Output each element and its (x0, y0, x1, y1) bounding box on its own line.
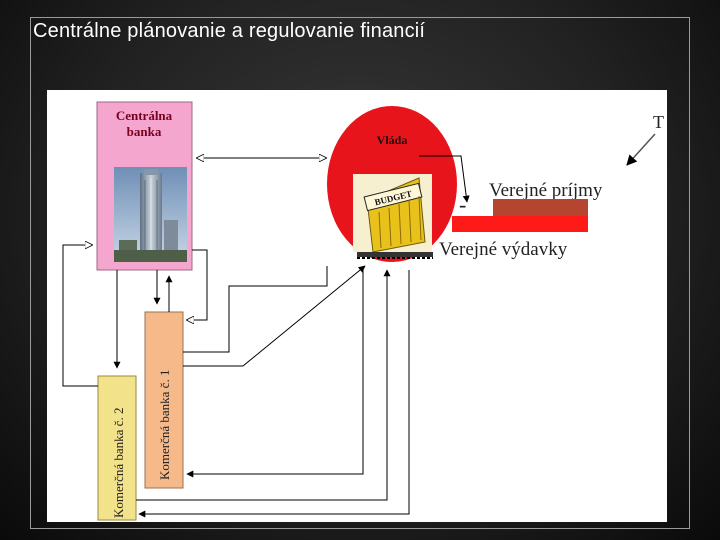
budget-building-image: BUDGET (353, 174, 433, 259)
minus-sign: - (459, 192, 466, 217)
gov-kb1-loop-arrow (186, 270, 364, 478)
kb2-loop-arrow (62, 245, 98, 387)
slide-frame (30, 17, 690, 529)
kb1-gov-arrow (183, 265, 366, 367)
expenditures-bar (452, 216, 588, 232)
kb2-gov-arrow (136, 269, 391, 501)
central-bank-building-image (114, 167, 187, 262)
central-bank-label-line2: banka (127, 124, 162, 139)
connectors (62, 155, 470, 518)
gov-kb2-arrow (138, 270, 410, 518)
commercial-bank-2-label: Komerčná banka č. 2 (111, 408, 126, 518)
gov-revenue-arrow (419, 155, 470, 203)
expenditures-group: Verejné výdavky (439, 216, 588, 260)
commercial-bank-1-box (144, 311, 184, 489)
slide-title: Centrálne plánovanie a regulovanie finan… (33, 20, 426, 42)
commercial-bank-2-box (97, 375, 137, 521)
commercial-bank-2: Komerčná banka č. 2 (97, 375, 137, 521)
public-revenues-label: Verejné príjmy (489, 180, 603, 201)
diagram-svg: Centrálna banka Vláda BUDGET (62, 101, 664, 521)
cb-kb1-right-arrow (187, 249, 208, 320)
t-arrow (626, 133, 656, 166)
government: Vláda BUDGET (327, 106, 457, 262)
government-label: Vláda (377, 133, 408, 147)
central-bank-label-line1: Centrálna (116, 108, 173, 123)
diagram-canvas: Centrálna banka Vláda BUDGET (47, 90, 667, 522)
commercial-bank-1: Komerčná banka č. 1 (144, 311, 184, 489)
revenues-bar (493, 199, 588, 217)
public-expenditures-label: Verejné výdavky (439, 239, 568, 260)
commercial-bank-1-label: Komerčná banka č. 1 (157, 370, 172, 480)
central-bank: Centrálna banka (96, 101, 193, 271)
revenues-group: Verejné príjmy - (459, 180, 603, 217)
t-label: T (653, 112, 664, 132)
kb1-aux-line (183, 266, 328, 353)
